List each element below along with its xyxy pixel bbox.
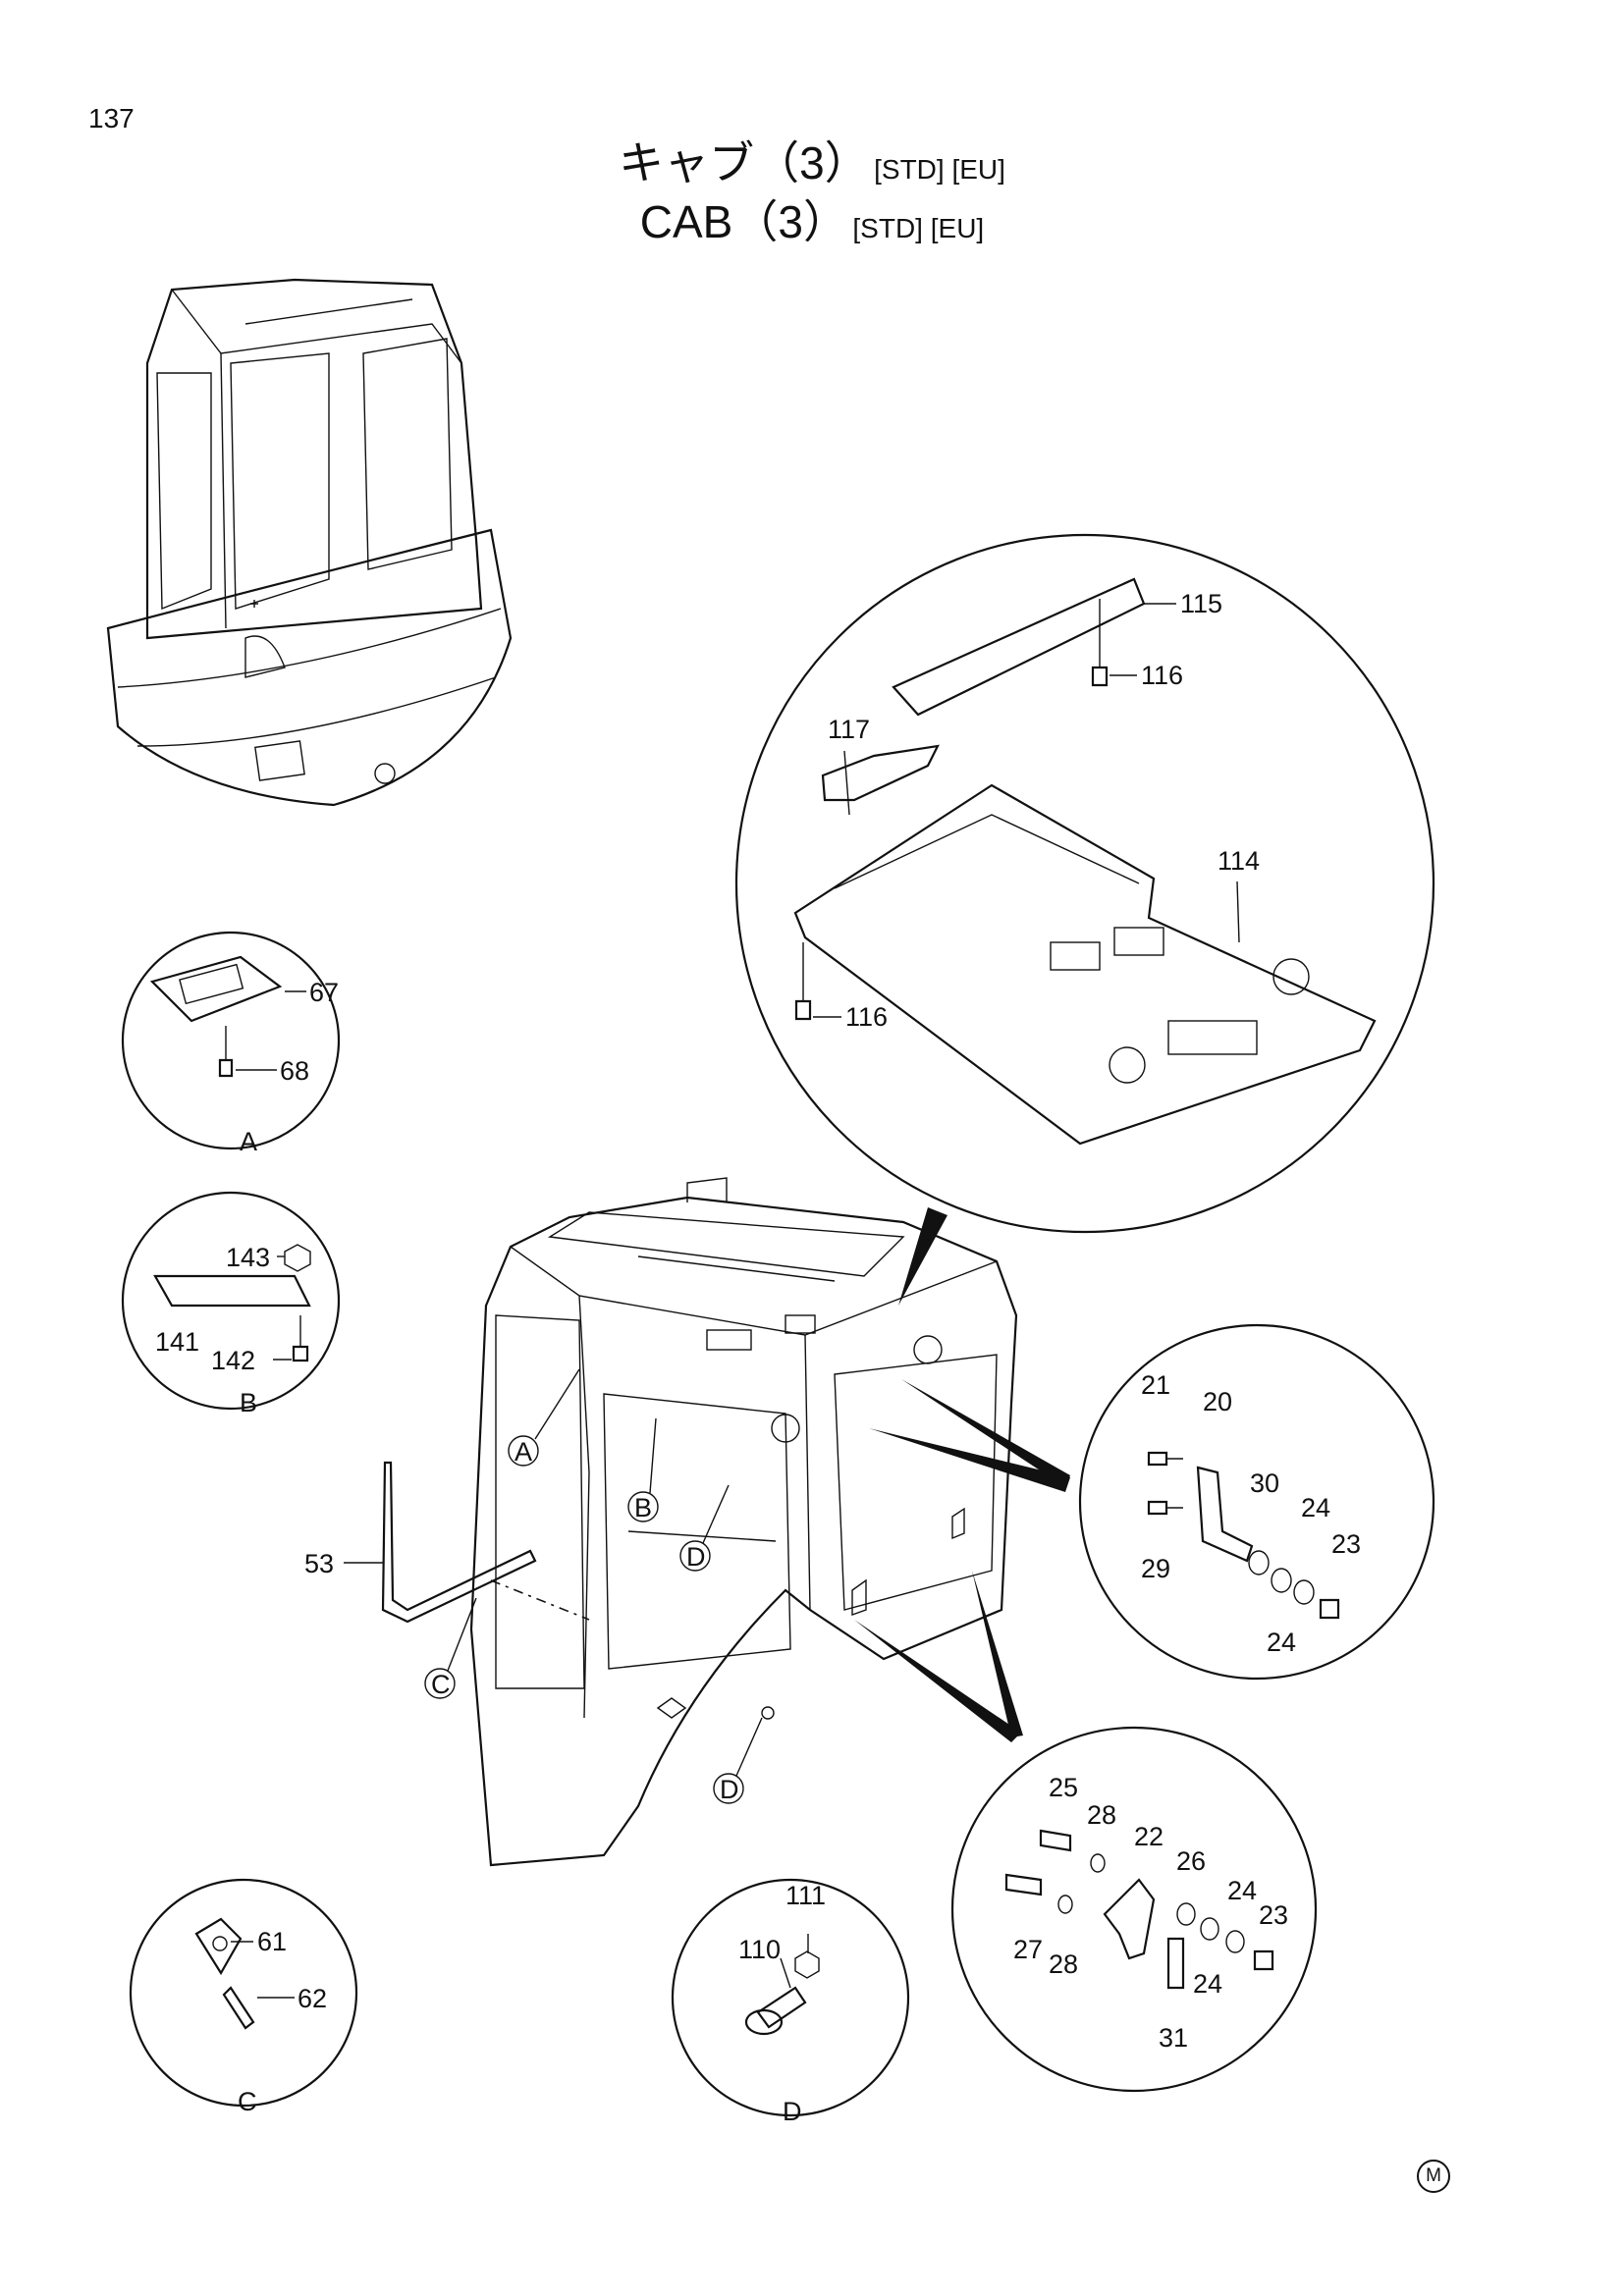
detail-view-b <box>121 1191 341 1411</box>
label-29: 29 <box>1141 1554 1170 1583</box>
label-62: 62 <box>298 1984 327 2013</box>
roof-pointer-wedge <box>898 1207 947 1306</box>
label-24-lower: 24 <box>1267 1628 1296 1657</box>
label-142: 142 <box>211 1346 255 1375</box>
label-28-upper: 28 <box>1087 1800 1116 1830</box>
caption-detail-b: B <box>240 1388 257 1417</box>
hinge-detail-view <box>950 1726 1318 2093</box>
label-61: 61 <box>257 1927 287 1956</box>
label-116-top: 116 <box>1141 661 1183 690</box>
page-number: 137 <box>88 103 135 133</box>
label-27: 27 <box>1013 1935 1043 1964</box>
label-53: 53 <box>304 1549 334 1578</box>
caption-detail-a: A <box>240 1127 257 1156</box>
overview-cab-illustration <box>106 278 513 807</box>
label-25: 25 <box>1049 1773 1078 1802</box>
bracket-detail-view <box>1078 1323 1435 1681</box>
label-67: 67 <box>309 978 339 1007</box>
title-jp-main: キャブ（3） <box>619 137 870 188</box>
detail-view-a <box>121 931 341 1150</box>
title-japanese: キャブ（3） [STD] [EU] <box>0 128 1624 192</box>
label-22: 22 <box>1134 1822 1164 1851</box>
caption-detail-d: D <box>783 2097 802 2126</box>
callout-a: A <box>514 1437 532 1467</box>
title-jp-tags: [STD] [EU] <box>874 154 1005 185</box>
title-en-main: CAB（3） <box>639 196 848 247</box>
label-24-upper: 24 <box>1301 1493 1330 1522</box>
caption-detail-c: C <box>238 2087 257 2116</box>
label-115: 115 <box>1180 589 1222 618</box>
label-23-hinge: 23 <box>1259 1900 1288 1930</box>
label-141: 141 <box>155 1327 199 1357</box>
callout-c: C <box>431 1670 451 1699</box>
label-31: 31 <box>1159 2023 1188 2053</box>
title-en-tags: [STD] [EU] <box>852 213 985 243</box>
part-labels: 115 116 117 114 116 67 68 143 141 142 53… <box>155 589 1361 2126</box>
maker-mark: M <box>1417 2160 1450 2193</box>
label-111: 111 <box>785 1881 826 1910</box>
detail-view-d <box>671 1878 910 2117</box>
main-cab-illustration <box>381 1177 1070 1867</box>
label-117: 117 <box>828 715 870 744</box>
label-114: 114 <box>1218 846 1260 876</box>
title-english: CAB（3） [STD] [EU] <box>0 187 1624 251</box>
label-26: 26 <box>1176 1846 1206 1876</box>
callout-b: B <box>634 1493 652 1522</box>
callout-d-upper: D <box>686 1542 706 1572</box>
detail-view-c <box>129 1878 358 2108</box>
label-30: 30 <box>1250 1468 1279 1498</box>
label-68: 68 <box>280 1056 309 1086</box>
label-24-hinge-bottom: 24 <box>1193 1969 1222 1999</box>
label-23-upper: 23 <box>1331 1529 1361 1559</box>
label-24-hinge-top: 24 <box>1227 1876 1257 1905</box>
label-28-lower: 28 <box>1049 1949 1078 1979</box>
part-leader-lines <box>231 603 1240 1999</box>
callout-d-lower: D <box>720 1775 739 1804</box>
label-21: 21 <box>1141 1370 1170 1400</box>
roof-detail-view <box>734 533 1435 1234</box>
label-20: 20 <box>1203 1387 1232 1416</box>
label-116-bottom: 116 <box>845 1002 888 1032</box>
label-110: 110 <box>738 1935 781 1964</box>
label-143: 143 <box>226 1243 270 1272</box>
